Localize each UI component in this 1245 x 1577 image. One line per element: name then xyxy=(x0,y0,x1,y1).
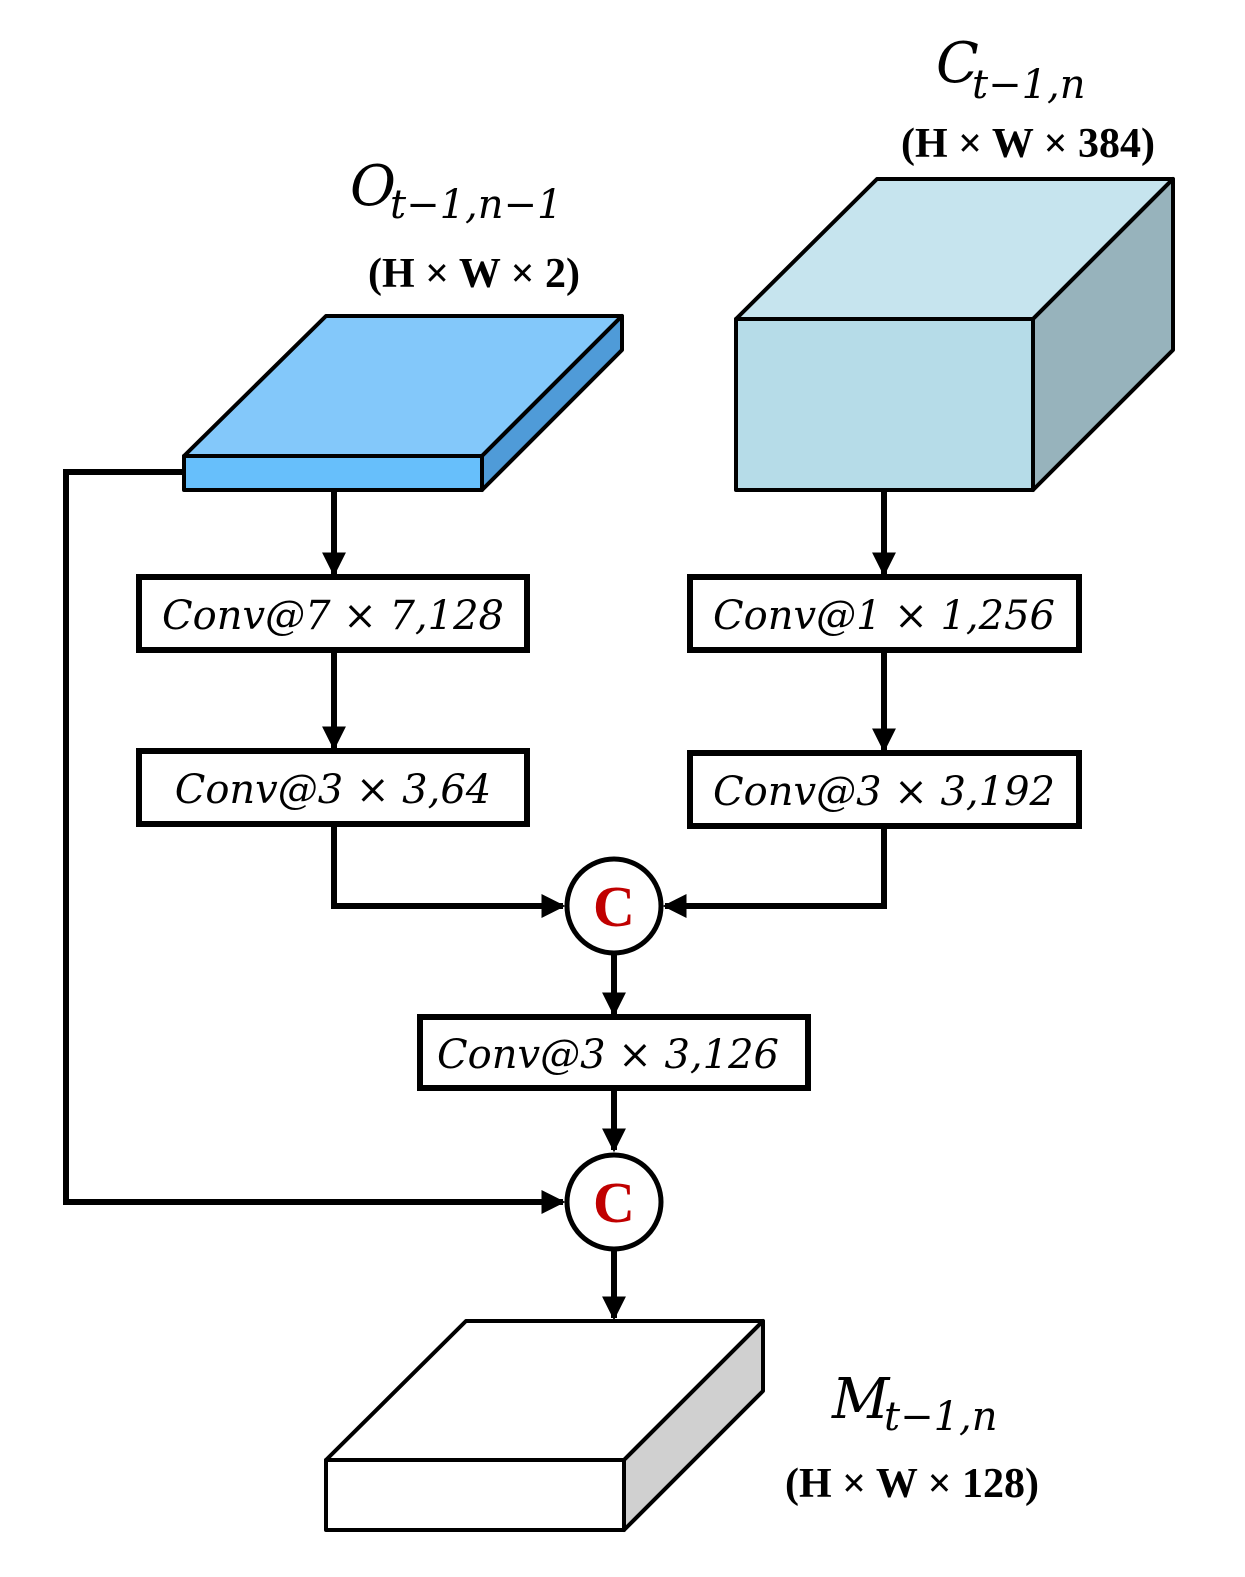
conv-block-c2: Conv@3 × 3,192 xyxy=(687,750,1082,829)
edge-skip-o-to-concat-2 xyxy=(63,469,566,1214)
concat-node-1: C xyxy=(564,856,664,956)
conv-block-o1: Conv@7 × 7,128 xyxy=(136,574,530,653)
conv-block-o1-label: Conv@7 × 7,128 xyxy=(162,593,504,639)
input-c-symbol: C xyxy=(936,31,979,96)
conv-block-c1-label: Conv@1 × 1,256 xyxy=(713,593,1055,639)
conv-block-c2-label: Conv@3 × 3,192 xyxy=(713,769,1055,815)
input-o-slab xyxy=(182,314,624,492)
concat-node-1-circle xyxy=(564,856,664,956)
conv-block-c2-frame xyxy=(687,750,1082,829)
conv-block-c1: Conv@1 × 1,256 xyxy=(687,574,1082,653)
output-m-subscript: t−1,n xyxy=(884,1394,998,1440)
conv-block-o2: Conv@3 × 3,64 xyxy=(136,748,530,827)
conv-block-merge-label: Conv@3 × 3,126 xyxy=(437,1032,779,1078)
conv-block-c1-frame xyxy=(687,574,1082,653)
concat-node-2: C xyxy=(564,1152,664,1252)
input-o-symbol: O xyxy=(350,154,396,219)
edge-conv-c2-to-concat-1 xyxy=(662,826,887,918)
output-m-slab xyxy=(324,1319,765,1532)
input-o-front-face xyxy=(182,454,484,492)
output-m-front-face xyxy=(324,1458,626,1532)
conv-block-merge: Conv@3 × 3,126 xyxy=(417,1014,811,1091)
conv-block-o2-frame xyxy=(136,748,530,827)
edge-conv-o2-to-concat-1 xyxy=(331,824,566,918)
concat-node-2-label: C xyxy=(593,1170,635,1235)
output-m-dims: (H × W × 128) xyxy=(785,1461,1039,1507)
input-o-dims: (H × W × 2) xyxy=(368,251,580,297)
concat-node-2-circle xyxy=(564,1152,664,1252)
input-c-subscript: t−1,n xyxy=(972,62,1086,108)
input-c-dims: (H × W × 384) xyxy=(901,121,1155,167)
conv-block-merge-frame xyxy=(417,1014,811,1091)
input-c-front-face xyxy=(734,317,1035,492)
input-c-cube xyxy=(734,177,1175,492)
concat-node-1-label: C xyxy=(593,874,635,939)
conv-block-o1-frame xyxy=(136,574,530,653)
conv-block-o2-label: Conv@3 × 3,64 xyxy=(175,767,492,813)
input-o-subscript: t−1,n−1 xyxy=(390,182,562,228)
output-m-symbol: M xyxy=(831,1367,891,1432)
